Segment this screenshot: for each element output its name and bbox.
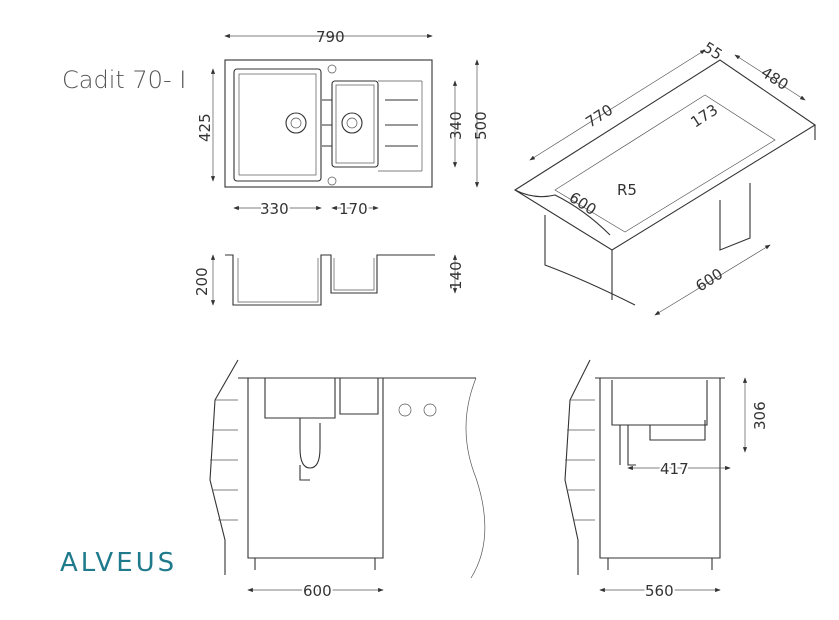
dim-front-cabinet: 600 xyxy=(303,582,332,600)
front-view: 600 xyxy=(209,359,486,602)
dim-iso-front: 600 xyxy=(566,188,600,219)
dim-iso-width: 770 xyxy=(582,101,616,132)
dim-bowl-depth: 425 xyxy=(196,113,214,142)
alveus-logo: ALVEUS xyxy=(60,548,178,578)
dim-small-bowl-depth: 340 xyxy=(447,111,465,140)
dim-side-cabinet: 560 xyxy=(645,582,674,600)
isometric-view: 770 480 55 173 R5 600 600 xyxy=(513,38,817,316)
dim-iso-corner: 173 xyxy=(687,101,721,132)
dim-width: 790 xyxy=(316,28,345,46)
top-view: 790 425 340 500 330 170 xyxy=(196,28,490,220)
section-view: 200 140 xyxy=(193,254,465,306)
dim-drain-offset: 417 xyxy=(660,460,689,478)
side-view: 306 417 560 xyxy=(564,359,769,602)
dim-small-bowl-width: 170 xyxy=(339,200,368,218)
dim-depth: 500 xyxy=(472,111,490,140)
dim-iso-edge: 55 xyxy=(700,38,726,63)
drain-icon xyxy=(285,112,307,134)
dim-iso-cabinet: 600 xyxy=(692,265,726,296)
dim-section-depth: 200 xyxy=(193,267,211,296)
product-title: Cadit 70- I xyxy=(62,66,187,94)
dim-bowl-width: 330 xyxy=(260,200,289,218)
dim-side-height: 306 xyxy=(751,401,769,430)
dim-section-small-depth: 140 xyxy=(447,261,465,290)
dim-iso-radius: R5 xyxy=(617,181,637,199)
